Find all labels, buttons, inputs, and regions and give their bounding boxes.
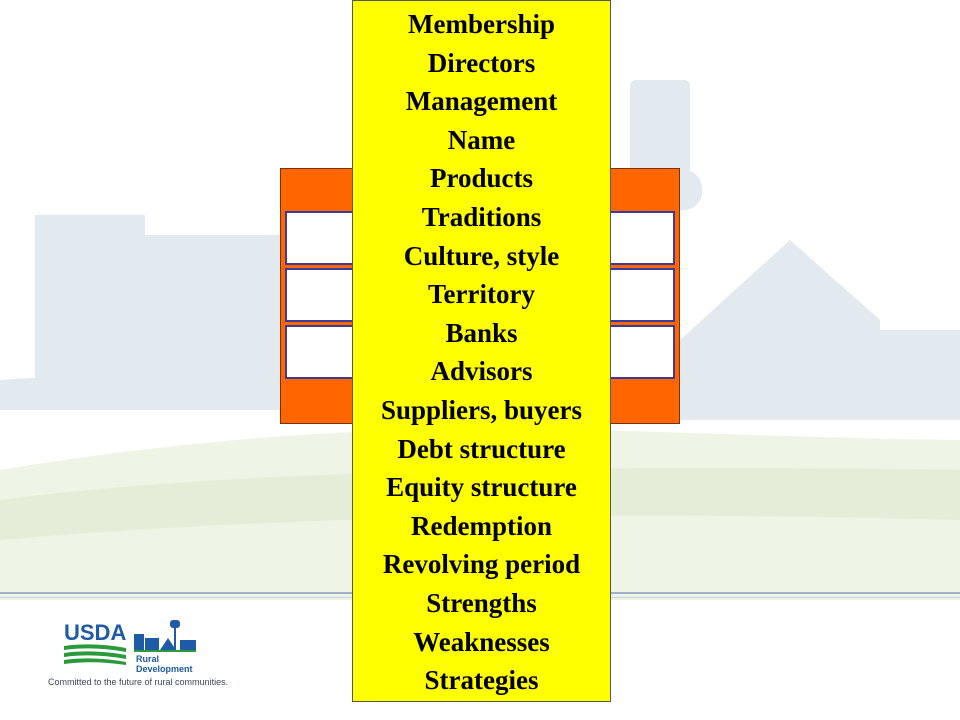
list-item: Advisors (430, 356, 533, 387)
list-item: Revolving period (382, 549, 581, 580)
list-item: Name (447, 124, 516, 155)
development-label: Development (136, 664, 193, 674)
list-item: Suppliers, buyers (380, 394, 583, 425)
list-item: Redemption (411, 510, 552, 541)
tagline: Committed to the future of rural communi… (48, 677, 229, 687)
list-item: Products (429, 163, 533, 194)
list-item: Strengths (426, 587, 537, 618)
usda-rural-development-logo: USDA Rural Development (64, 620, 196, 674)
list-item: Management (405, 86, 558, 117)
building-silhouette (35, 215, 145, 405)
rural-label: Rural (136, 654, 159, 664)
list-item: Traditions (421, 201, 542, 232)
list-item: Weaknesses (413, 626, 550, 657)
list-item: Banks (445, 317, 518, 348)
list-item: Membership (408, 9, 555, 39)
list-item: Equity structure (386, 472, 577, 503)
topics-list-panel: Membership Directors Management Name Pro… (352, 0, 611, 702)
list-item: Territory (428, 279, 535, 310)
barn-silhouette (680, 240, 880, 420)
list-item: Culture, style (403, 240, 560, 271)
town-skyline-icon (134, 620, 196, 650)
list-item: Debt structure (397, 433, 566, 464)
list-item: Strategies (424, 665, 539, 696)
usda-wordmark: USDA (64, 620, 126, 645)
list-item: Directors (427, 47, 536, 78)
